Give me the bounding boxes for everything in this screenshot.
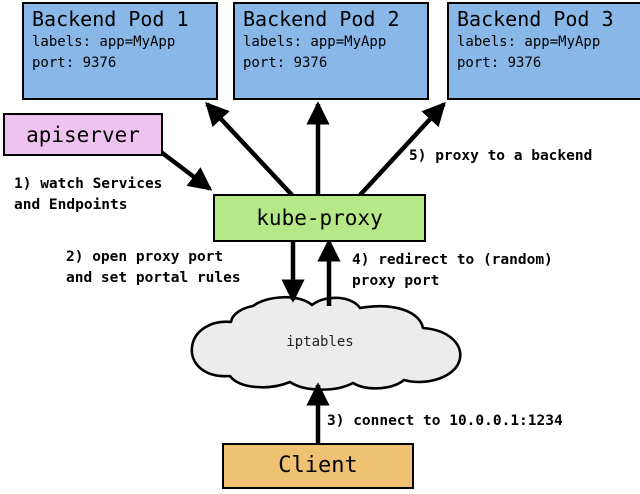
backend-pod-2-labels: labels: app=MyApp xyxy=(243,34,387,50)
backend-pod-2-box[interactable]: Backend Pod 2 labels: app=MyApp port: 93… xyxy=(233,2,429,100)
step-5-line-1: 5) proxy to a backend xyxy=(409,148,593,164)
backend-pod-2-title: Backend Pod 2 xyxy=(243,7,400,31)
backend-pod-3-box[interactable]: Backend Pod 3 labels: app=MyApp port: 93… xyxy=(447,2,640,100)
client-box[interactable]: Client xyxy=(222,443,414,489)
kube-proxy-box[interactable]: kube-proxy xyxy=(213,194,426,242)
step-3-line-1: 3) connect to 10.0.0.1:1234 xyxy=(327,413,563,429)
arrow-apiserver-to-kubeproxy xyxy=(159,150,213,191)
step-4-line-2: proxy port xyxy=(352,273,440,289)
step-1-line-2: and Endpoints xyxy=(14,197,128,213)
step-2-line-2: and set portal rules xyxy=(66,270,241,286)
backend-pod-1-title: Backend Pod 1 xyxy=(32,7,189,31)
kube-proxy-label: kube-proxy xyxy=(256,206,383,230)
client-label: Client xyxy=(278,453,358,478)
step-2-line-1: 2) open proxy port xyxy=(66,249,224,265)
iptables-cloud xyxy=(190,295,462,391)
backend-pod-3-labels: labels: app=MyApp xyxy=(457,34,601,50)
iptables-label: iptables xyxy=(286,334,354,350)
apiserver-box[interactable]: apiserver xyxy=(3,113,163,156)
backend-pod-2-port: port: 9376 xyxy=(243,55,328,71)
backend-pod-3-title: Backend Pod 3 xyxy=(457,7,614,31)
step-4-line-1: 4) redirect to (random) xyxy=(352,252,553,268)
backend-pod-1-labels: labels: app=MyApp xyxy=(32,34,176,50)
arrow-kubeproxy-to-pod1 xyxy=(205,102,294,197)
step-1-line-1: 1) watch Services xyxy=(14,176,163,192)
apiserver-label: apiserver xyxy=(26,122,140,147)
backend-pod-1-box[interactable]: Backend Pod 1 labels: app=MyApp port: 93… xyxy=(22,2,218,100)
backend-pod-3-port: port: 9376 xyxy=(457,55,542,71)
arrow-kubeproxy-to-pod3 xyxy=(358,102,446,197)
backend-pod-1-port: port: 9376 xyxy=(32,55,117,71)
